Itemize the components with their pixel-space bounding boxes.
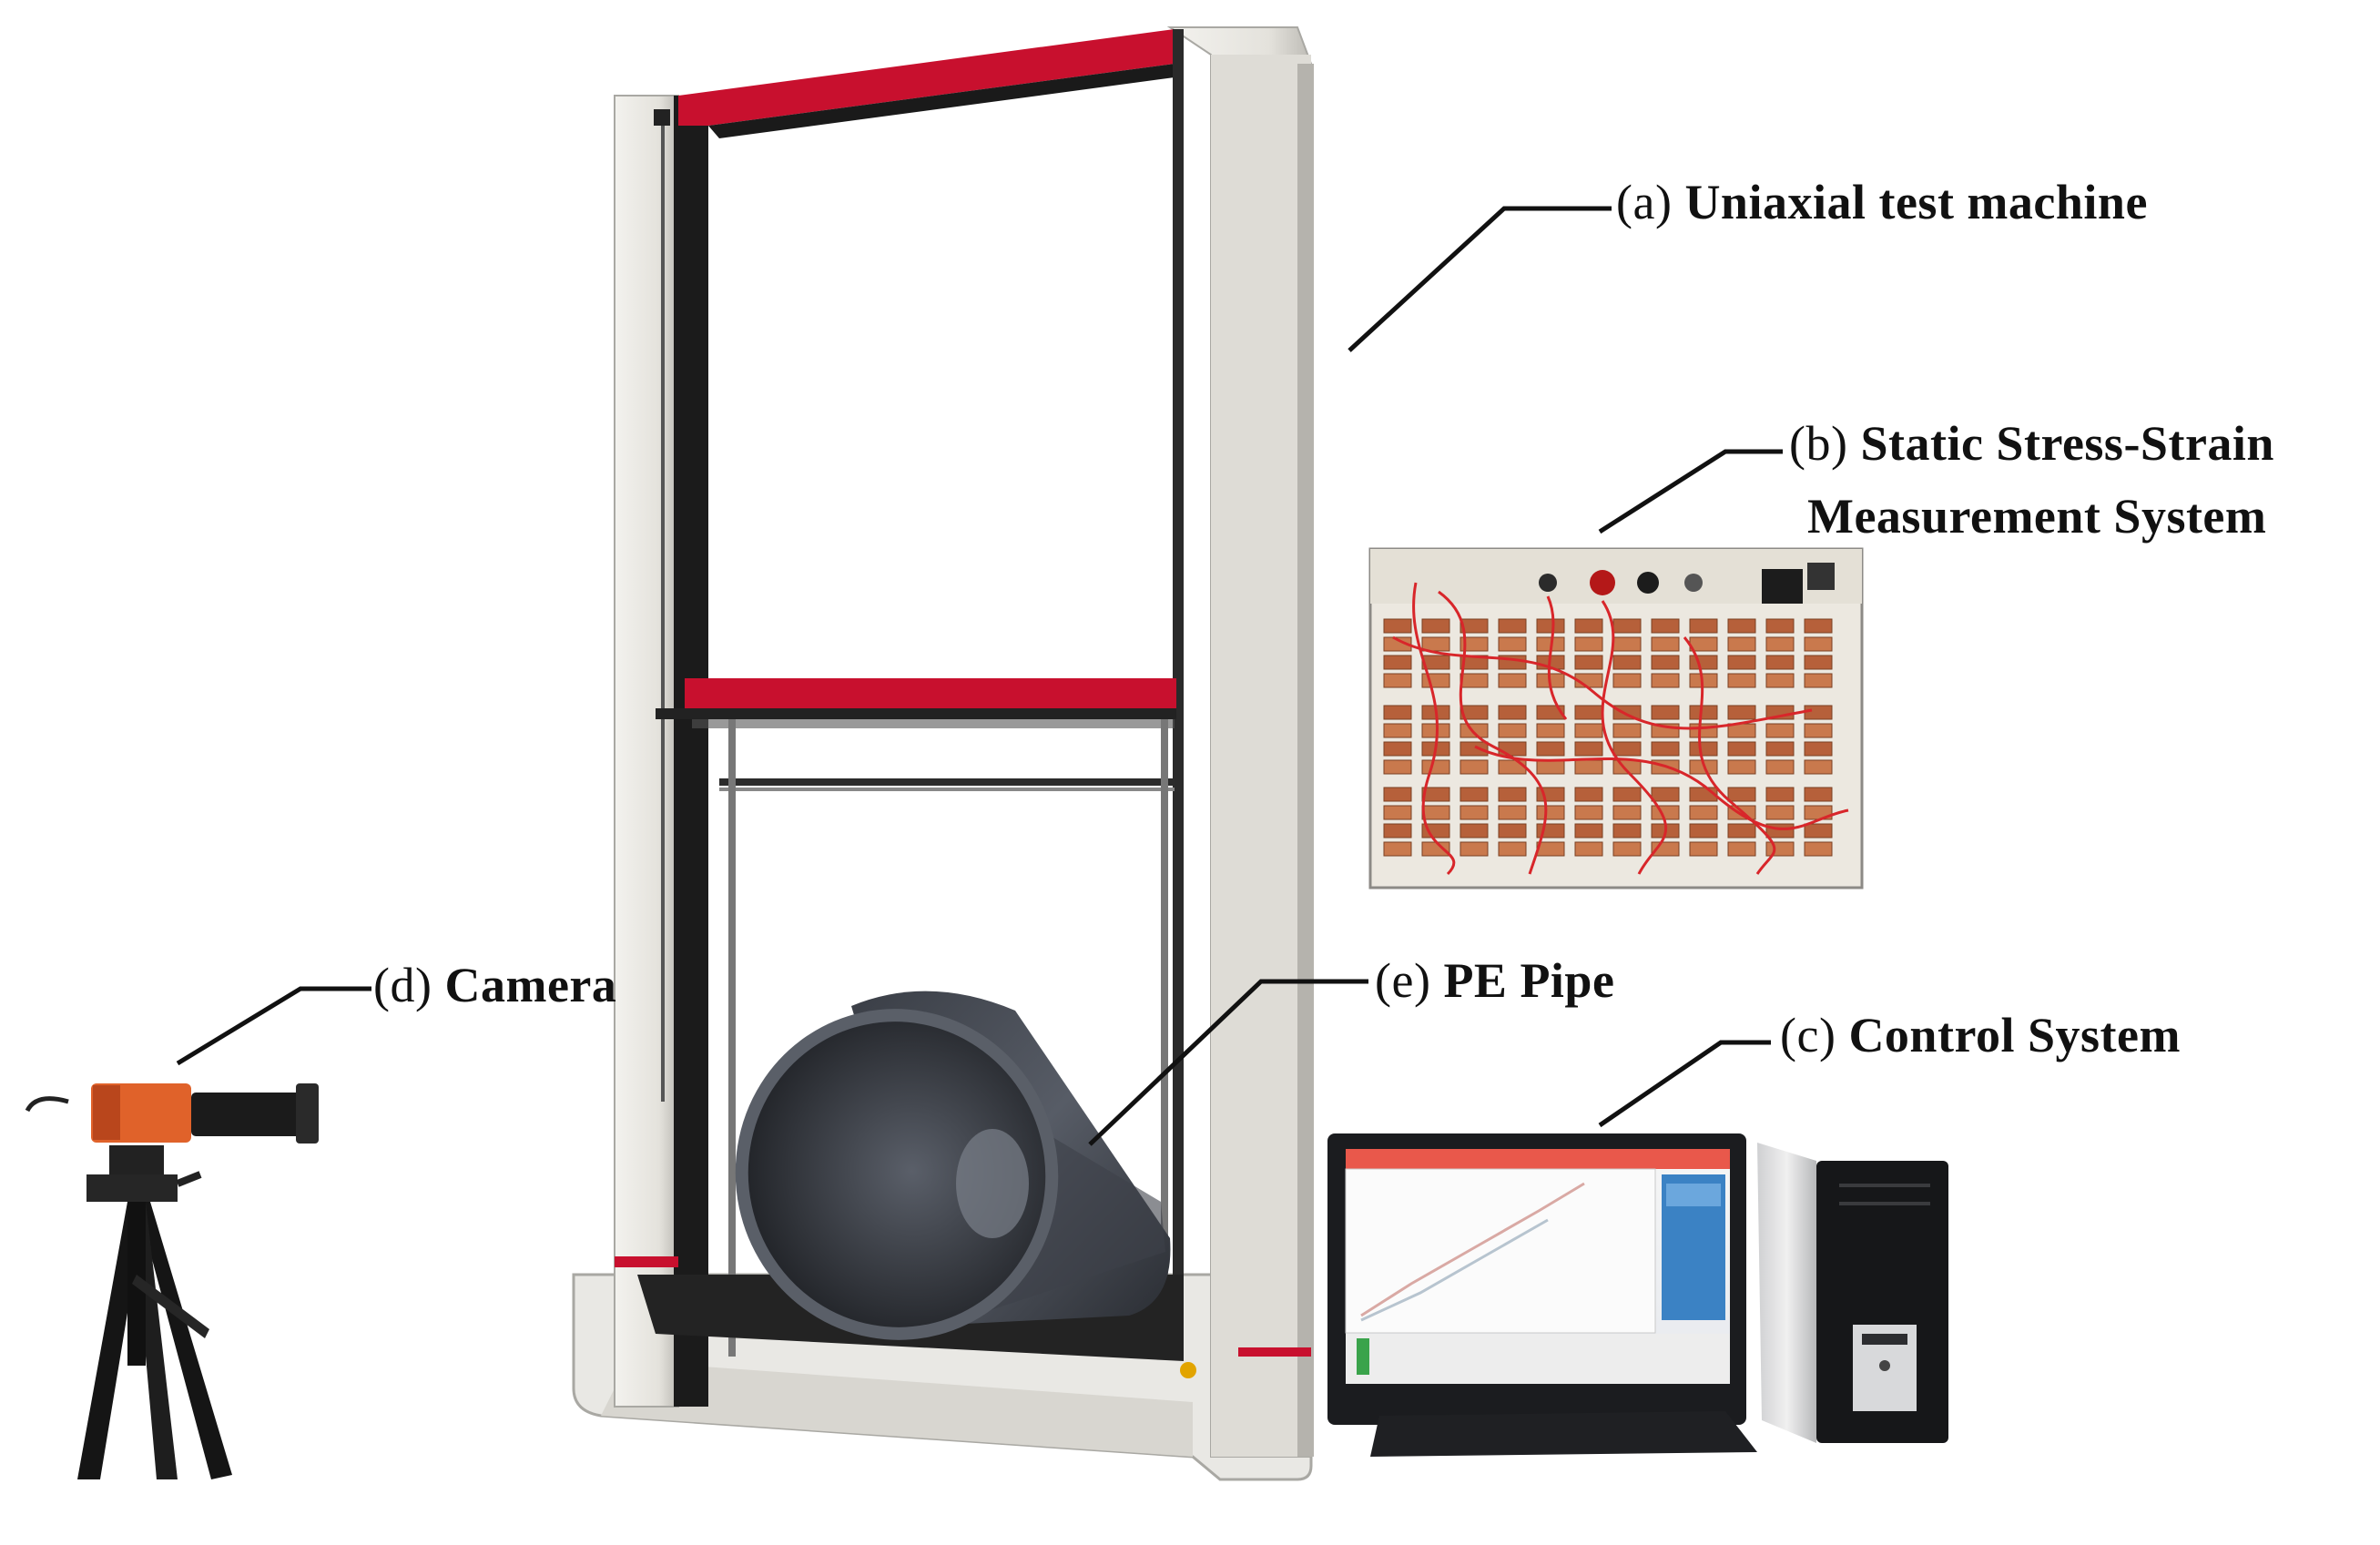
top-crosshead bbox=[678, 29, 1175, 126]
leader-line-e bbox=[1088, 979, 1368, 1146]
wire bbox=[1601, 600, 1668, 875]
label-d-text: Camera bbox=[444, 958, 617, 1012]
terminal-block bbox=[1727, 618, 1756, 688]
wire bbox=[1438, 590, 1548, 875]
label-a-tag: (a) bbox=[1616, 175, 1673, 229]
wire bbox=[1412, 582, 1456, 876]
terminal-block bbox=[1804, 787, 1833, 857]
label-e-tag: (e) bbox=[1375, 953, 1431, 1008]
leader-line-a bbox=[1348, 206, 1612, 352]
terminal-block bbox=[1804, 618, 1833, 688]
terminal-block bbox=[1612, 705, 1642, 775]
machine-left-column bbox=[614, 95, 679, 1408]
camera-lens bbox=[191, 1093, 300, 1136]
terminal-block bbox=[1765, 618, 1795, 688]
keyboard bbox=[1370, 1411, 1757, 1457]
terminal-block bbox=[1460, 705, 1489, 775]
strain-gauge-wires bbox=[1392, 582, 1849, 876]
label-b-tag: (b) bbox=[1789, 416, 1848, 471]
terminal-block bbox=[1612, 618, 1642, 688]
terminal-block bbox=[1383, 705, 1412, 775]
moving-crosshead bbox=[685, 678, 1176, 713]
terminal-block bbox=[1689, 705, 1718, 775]
terminal-block bbox=[1498, 705, 1527, 775]
terminal-block bbox=[1612, 787, 1642, 857]
leader-line-d bbox=[176, 986, 371, 1066]
label-d-tag: (d) bbox=[373, 958, 432, 1012]
terminal-block bbox=[1727, 705, 1756, 775]
label-d: (d) Camera bbox=[373, 961, 616, 1010]
pipe-opening bbox=[735, 1009, 1059, 1340]
terminal-block bbox=[1460, 618, 1489, 688]
terminal-block bbox=[1689, 787, 1718, 857]
label-b-text: Static Stress-Strain bbox=[1860, 416, 2274, 471]
label-a: (a) Uniaxial test machine bbox=[1616, 178, 2148, 227]
label-b: (b) Static Stress-Strain bbox=[1789, 419, 2274, 468]
terminal-block bbox=[1383, 787, 1412, 857]
leader-lines bbox=[176, 206, 1783, 1146]
terminal-block bbox=[1574, 787, 1603, 857]
terminal-block bbox=[1498, 787, 1527, 857]
terminal-block bbox=[1383, 618, 1412, 688]
label-a-text: Uniaxial test machine bbox=[1684, 175, 2148, 229]
wire bbox=[1474, 745, 1849, 830]
terminal-block bbox=[1574, 705, 1603, 775]
wire bbox=[1683, 636, 1776, 875]
camera-on-tripod bbox=[25, 1083, 319, 1479]
terminal-block bbox=[1651, 618, 1680, 688]
label-e-text: PE Pipe bbox=[1443, 953, 1615, 1008]
stress-strain-panel bbox=[1368, 547, 1864, 889]
leader-line-b bbox=[1598, 449, 1783, 534]
wire bbox=[1392, 635, 1813, 730]
wire bbox=[1546, 595, 1568, 720]
label-c-tag: (c) bbox=[1780, 1008, 1836, 1062]
label-b-line2: Measurement System bbox=[1807, 489, 2267, 544]
control-system-computer bbox=[1327, 1133, 1948, 1457]
terminal-block bbox=[1460, 787, 1489, 857]
label-c: (c) Control System bbox=[1780, 1011, 2181, 1060]
label-e: (e) PE Pipe bbox=[1375, 956, 1614, 1005]
terminal-block bbox=[1498, 618, 1527, 688]
leader-line-c bbox=[1598, 1040, 1771, 1128]
label-c-text: Control System bbox=[1848, 1008, 2181, 1062]
terminal-block bbox=[1765, 705, 1795, 775]
pe-pipe bbox=[735, 991, 1171, 1340]
